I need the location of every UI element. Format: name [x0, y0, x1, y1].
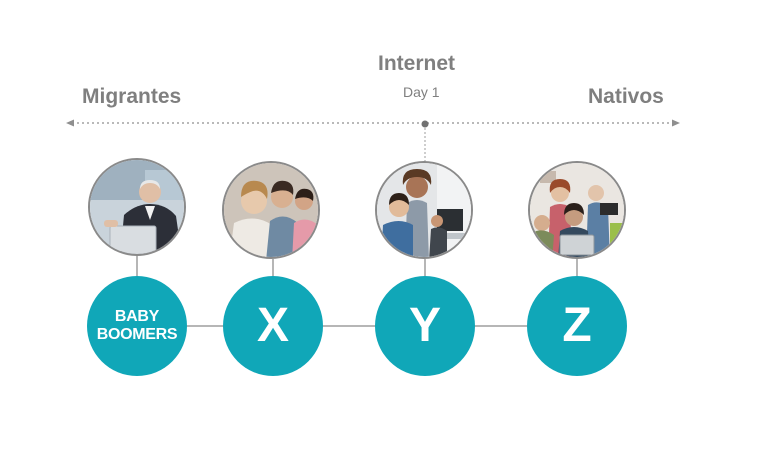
generation-label-y: Y [408, 299, 441, 352]
timeline-right-arrow-icon [672, 119, 680, 127]
generation-circle-baby-boomers: BABY BOOMERS [87, 276, 187, 376]
internet-label: Internet [378, 52, 456, 75]
migrantes-label: Migrantes [82, 85, 182, 108]
teens-with-devices-photo [528, 161, 626, 259]
generation-circle-z: Z [527, 276, 627, 376]
office-workers-photo [222, 161, 320, 259]
generation-label-z: Z [562, 299, 592, 352]
generation-circle-y: Y [375, 276, 475, 376]
young-coworkers-computer-photo [375, 161, 473, 259]
generation-label-baby-boomers: BABY BOOMERS [96, 308, 178, 343]
day-one-label: Day 1 [403, 84, 440, 100]
businessman-laptop-photo [88, 158, 186, 256]
timeline-left-arrow-icon [66, 119, 74, 127]
internet-marker-dot [421, 120, 429, 128]
generation-label-x: X [256, 299, 289, 352]
generation-circle-x: X [223, 276, 323, 376]
nativos-label: Nativos [588, 85, 664, 108]
